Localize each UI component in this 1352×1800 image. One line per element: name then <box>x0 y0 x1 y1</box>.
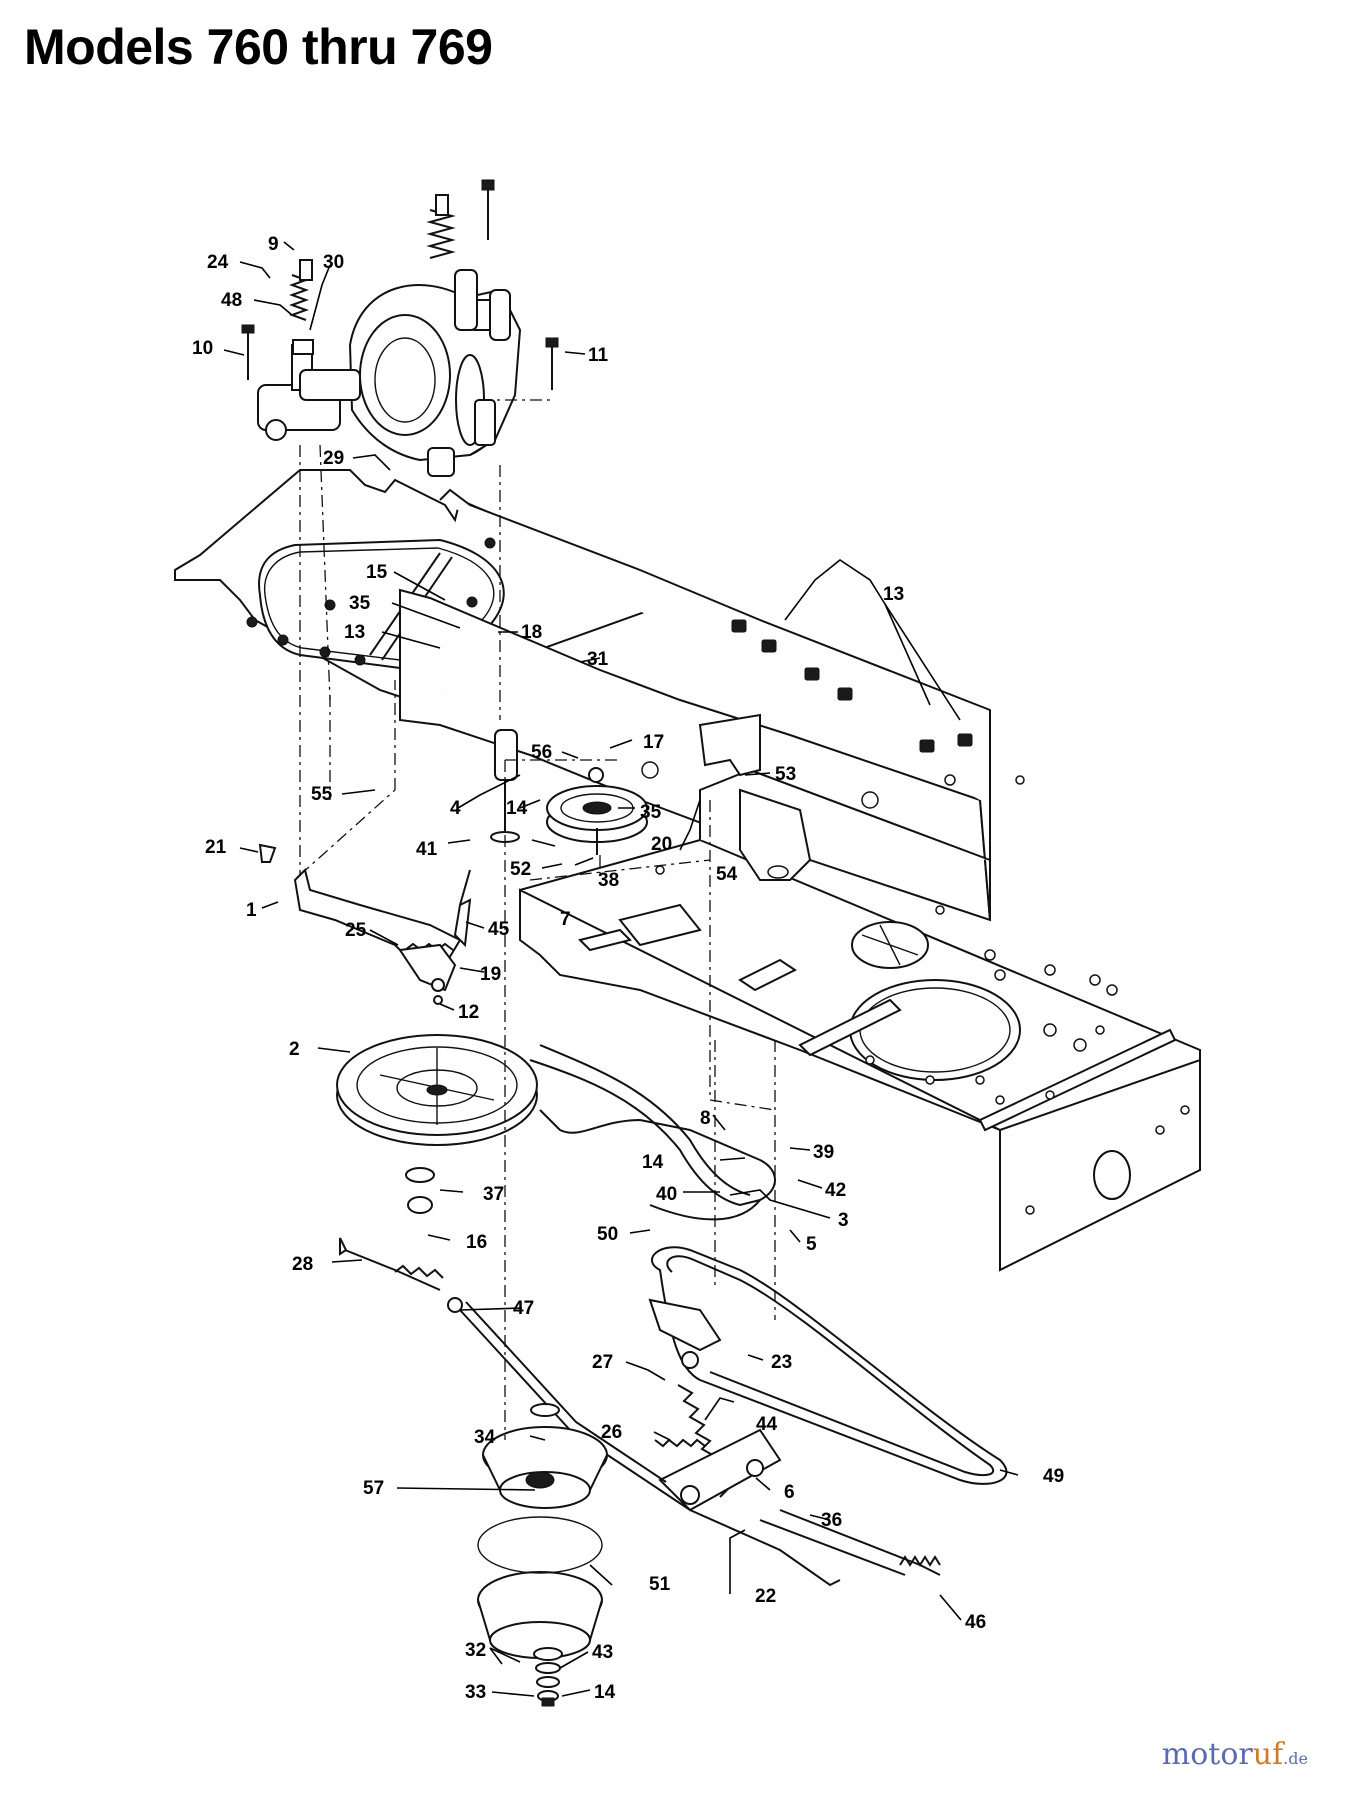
callout-part-5: 5 <box>806 1234 817 1255</box>
callout-part-6: 6 <box>784 1482 795 1503</box>
watermark-tld: .de <box>1283 1749 1308 1768</box>
callout-leader-lines <box>223 241 1019 1697</box>
callout-part-44: 44 <box>756 1414 778 1435</box>
callout-part-14: 14 <box>506 798 528 819</box>
transmission-assembly <box>257 269 522 477</box>
callout-part-29: 29 <box>323 448 344 469</box>
callout-part-27: 27 <box>592 1352 613 1373</box>
callout-part-54: 54 <box>716 864 738 885</box>
callout-part-11: 11 <box>588 345 609 366</box>
callout-part-43: 43 <box>592 1642 613 1663</box>
callout-part-51: 51 <box>649 1574 671 1595</box>
lower-idler-bracket <box>648 1298 782 1512</box>
drive-pulley-large <box>336 1034 538 1214</box>
callout-part-22: 22 <box>755 1586 776 1607</box>
callout-part-38: 38 <box>598 870 619 891</box>
callout-part-10: 10 <box>192 338 213 359</box>
watermark-accent: uf <box>1252 1737 1284 1772</box>
callout-part-17: 17 <box>643 732 664 753</box>
callout-part-7: 7 <box>560 909 571 930</box>
callout-part-16: 16 <box>466 1232 487 1253</box>
callout-part-37: 37 <box>483 1184 504 1205</box>
alignment-centerlines <box>299 399 776 1440</box>
callout-part-56: 56 <box>531 742 552 763</box>
callout-part-57: 57 <box>363 1478 384 1499</box>
callout-part-45: 45 <box>488 919 510 940</box>
main-frame <box>399 488 1201 1272</box>
diagram-title: Models 760 thru 769 <box>24 19 493 75</box>
callout-part-53: 53 <box>775 764 796 785</box>
frame-holes <box>655 774 1190 1215</box>
callout-part-3: 3 <box>838 1210 849 1231</box>
callout-part-1: 1 <box>246 900 257 921</box>
callout-part-39: 39 <box>813 1142 834 1163</box>
callout-part-32: 32 <box>465 1640 486 1661</box>
callout-part-31: 31 <box>587 649 609 670</box>
callout-part-40: 40 <box>656 1184 677 1205</box>
part-number-callouts: 9 24 30 48 10 11 29 15 35 13 18 31 13 17… <box>192 234 1064 1703</box>
idler-brackets <box>641 713 812 881</box>
callout-part-20: 20 <box>651 834 672 855</box>
callout-part-42: 42 <box>825 1180 846 1201</box>
callout-part-8: 8 <box>700 1108 711 1129</box>
callout-part-35: 35 <box>349 593 371 614</box>
callout-part-55: 55 <box>311 784 333 805</box>
callout-part-24: 24 <box>207 252 229 273</box>
callout-part-26: 26 <box>601 1422 622 1443</box>
callout-part-2: 2 <box>289 1039 300 1060</box>
callout-part-13: 13 <box>344 622 365 643</box>
callout-part-52: 52 <box>510 859 531 880</box>
callout-part-13: 13 <box>883 584 904 605</box>
callout-part-48: 48 <box>221 290 242 311</box>
callout-part-41: 41 <box>416 839 438 860</box>
callout-part-14: 14 <box>642 1152 664 1173</box>
idler-pulley-upper <box>490 729 648 855</box>
callout-part-21: 21 <box>205 837 227 858</box>
callout-part-34: 34 <box>474 1427 496 1448</box>
callout-part-25: 25 <box>345 920 367 941</box>
callout-part-4: 4 <box>450 798 461 819</box>
callout-part-47: 47 <box>513 1298 534 1319</box>
watermark-main: motor <box>1161 1737 1253 1772</box>
spring-bolt-set-top <box>241 179 559 390</box>
callout-part-50: 50 <box>597 1224 618 1245</box>
frame-bolt-row <box>731 619 973 753</box>
callout-part-14: 14 <box>594 1682 616 1703</box>
callout-part-19: 19 <box>480 964 501 985</box>
linkage-rods <box>339 1237 941 1587</box>
callout-part-9: 9 <box>268 234 279 255</box>
callout-part-36: 36 <box>821 1510 842 1531</box>
callout-part-23: 23 <box>771 1352 792 1373</box>
callout-part-12: 12 <box>458 1002 479 1023</box>
callout-part-28: 28 <box>292 1254 313 1275</box>
callout-part-15: 15 <box>366 562 388 583</box>
callout-part-49: 49 <box>1043 1466 1064 1487</box>
brake-linkage <box>258 843 472 1005</box>
callout-part-30: 30 <box>323 252 344 273</box>
drawing-linework <box>174 179 1201 1707</box>
callout-part-33: 33 <box>465 1682 486 1703</box>
callout-part-46: 46 <box>965 1612 986 1633</box>
callout-part-35: 35 <box>640 802 662 823</box>
lower-pulley-stack <box>477 1403 608 1707</box>
drive-belt-49 <box>651 1246 1008 1485</box>
callout-part-18: 18 <box>521 622 542 643</box>
drive-belt-50 <box>529 1044 776 1221</box>
site-watermark-logo: motoruf.de <box>1162 1737 1308 1772</box>
